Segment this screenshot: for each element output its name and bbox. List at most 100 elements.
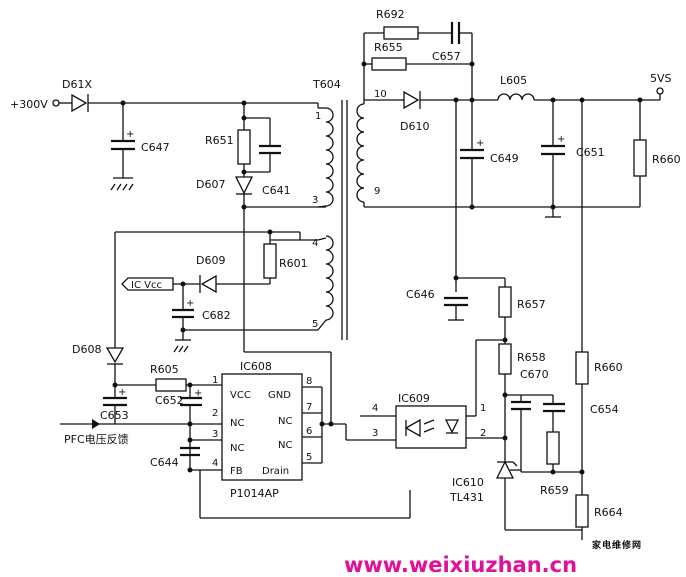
resistor-r655 [371, 57, 407, 71]
ic608-pin-nc-6: NC [278, 440, 292, 451]
t604-pin-9: 9 [374, 186, 380, 197]
ic609-pin-4: 4 [372, 403, 378, 414]
ic608-pin-vcc: VCC [230, 390, 251, 401]
diode-d608-symbol [105, 347, 125, 364]
label-d607: D607 [196, 178, 225, 191]
watermark-logo-char-3: 维 [612, 539, 621, 551]
label-c649: C649 [490, 152, 519, 165]
ic608-pin-drain: Drain [262, 466, 289, 477]
label-d608: D608 [72, 343, 101, 356]
resistor-r692 [383, 26, 419, 40]
label-l605: L605 [500, 74, 527, 87]
ic608-pin-fb: FB [230, 466, 243, 477]
t604-pin-4: 4 [312, 238, 318, 249]
label-300v: +300V [10, 98, 48, 111]
watermark-url: www.weixiuzhan.cn [344, 553, 577, 577]
resistor-r660-top [633, 139, 647, 177]
diode-d610-symbol [403, 90, 420, 110]
label-c653: C653 [100, 409, 129, 422]
label-p1014ap: P1014AP [230, 487, 279, 500]
input-300v-section [52, 93, 319, 191]
t604-pin-3: 3 [312, 195, 318, 206]
label-ic609: IC609 [398, 392, 430, 405]
resistor-r601 [263, 243, 277, 279]
resistor-r660-lower [575, 351, 589, 385]
input-terminal [52, 99, 60, 107]
ic608-pin-8: 8 [306, 376, 312, 387]
watermark-logo: 家 电 维 修 网 [592, 539, 641, 551]
label-c670: C670 [520, 368, 549, 381]
label-c651: C651 [576, 146, 605, 159]
label-5vs: 5VS [650, 72, 672, 85]
label-r692: R692 [376, 8, 405, 21]
ic608-pin-6: 6 [306, 426, 312, 437]
label-c657: C657 [432, 50, 461, 63]
ic609-optocoupler [360, 339, 505, 449]
polarity-c647: + [126, 129, 134, 140]
transformer-t604 [317, 100, 365, 340]
t604-pin-1: 1 [315, 111, 321, 122]
polarity-c649: + [476, 138, 484, 149]
ic608-pin-nc-2: NC [230, 418, 244, 429]
polarity-c682: + [186, 298, 194, 309]
label-r601: R601 [279, 257, 308, 270]
label-r655: R655 [374, 41, 403, 54]
ic608-pin-3: 3 [212, 429, 218, 440]
label-ic608: IC608 [240, 360, 272, 373]
label-icvcc: IC Vcc [131, 280, 162, 291]
label-r660-lower: R660 [594, 361, 623, 374]
ic609-pin-3: 3 [372, 428, 378, 439]
t604-pin-5: 5 [312, 319, 318, 330]
label-r659: R659 [540, 484, 569, 497]
resistor-r657 [498, 286, 512, 318]
label-c654: C654 [590, 403, 619, 416]
watermark-logo-char-5: 网 [632, 540, 641, 551]
label-c646: C646 [406, 288, 435, 301]
ic608-pin-nc-3: NC [230, 443, 244, 454]
diode-d609-symbol [200, 274, 217, 294]
watermark-logo-char-2: 电 [602, 539, 611, 551]
watermark-logo-char-1: 家 [592, 539, 602, 551]
output-5vs-terminal [656, 87, 664, 95]
icvcc-tag [121, 277, 174, 291]
polarity-c653: + [118, 387, 126, 398]
label-d610: D610 [400, 120, 429, 133]
ic609-pin-2: 2 [480, 428, 486, 439]
label-r658: R658 [517, 351, 546, 364]
label-r651: R651 [205, 134, 234, 147]
label-t604: T604 [312, 78, 341, 91]
ic608-chip [221, 373, 303, 481]
label-r664: R664 [594, 506, 623, 519]
label-c647: C647 [141, 141, 170, 154]
ic608-pin-7: 7 [306, 402, 312, 413]
resistor-r658 [498, 343, 512, 375]
label-tl431: TL431 [449, 491, 484, 504]
polarity-c652: + [194, 388, 202, 399]
t604-pin-10: 10 [374, 89, 387, 100]
ic608-pin-2: 2 [212, 408, 218, 419]
diode-d61x-symbol [71, 93, 88, 113]
ic608-pin-4: 4 [212, 458, 218, 469]
ic608-region [60, 373, 411, 519]
auxiliary-supply [105, 229, 327, 385]
label-r657: R657 [517, 298, 546, 311]
resistor-r651 [237, 129, 251, 165]
label-d61x: D61X [62, 78, 92, 91]
label-r605: R605 [150, 363, 179, 376]
label-d609: D609 [196, 254, 225, 267]
label-r660-top: R660 [652, 153, 681, 166]
ic608-pin-5: 5 [306, 452, 312, 463]
ic608-pin-gnd: GND [268, 390, 291, 401]
output-filter [363, 100, 647, 352]
polarity-c651: + [557, 134, 565, 145]
snubber-section [234, 103, 332, 424]
label-c644: C644 [150, 456, 179, 469]
resistor-r605 [155, 378, 187, 392]
label-ic610: IC610 [452, 476, 484, 489]
label-c682: C682 [202, 309, 231, 322]
watermark-logo-char-4: 修 [621, 539, 632, 551]
label-c652: C652 [155, 394, 184, 407]
ic608-pin-nc-7: NC [278, 416, 292, 427]
diode-d607-symbol [234, 176, 254, 195]
